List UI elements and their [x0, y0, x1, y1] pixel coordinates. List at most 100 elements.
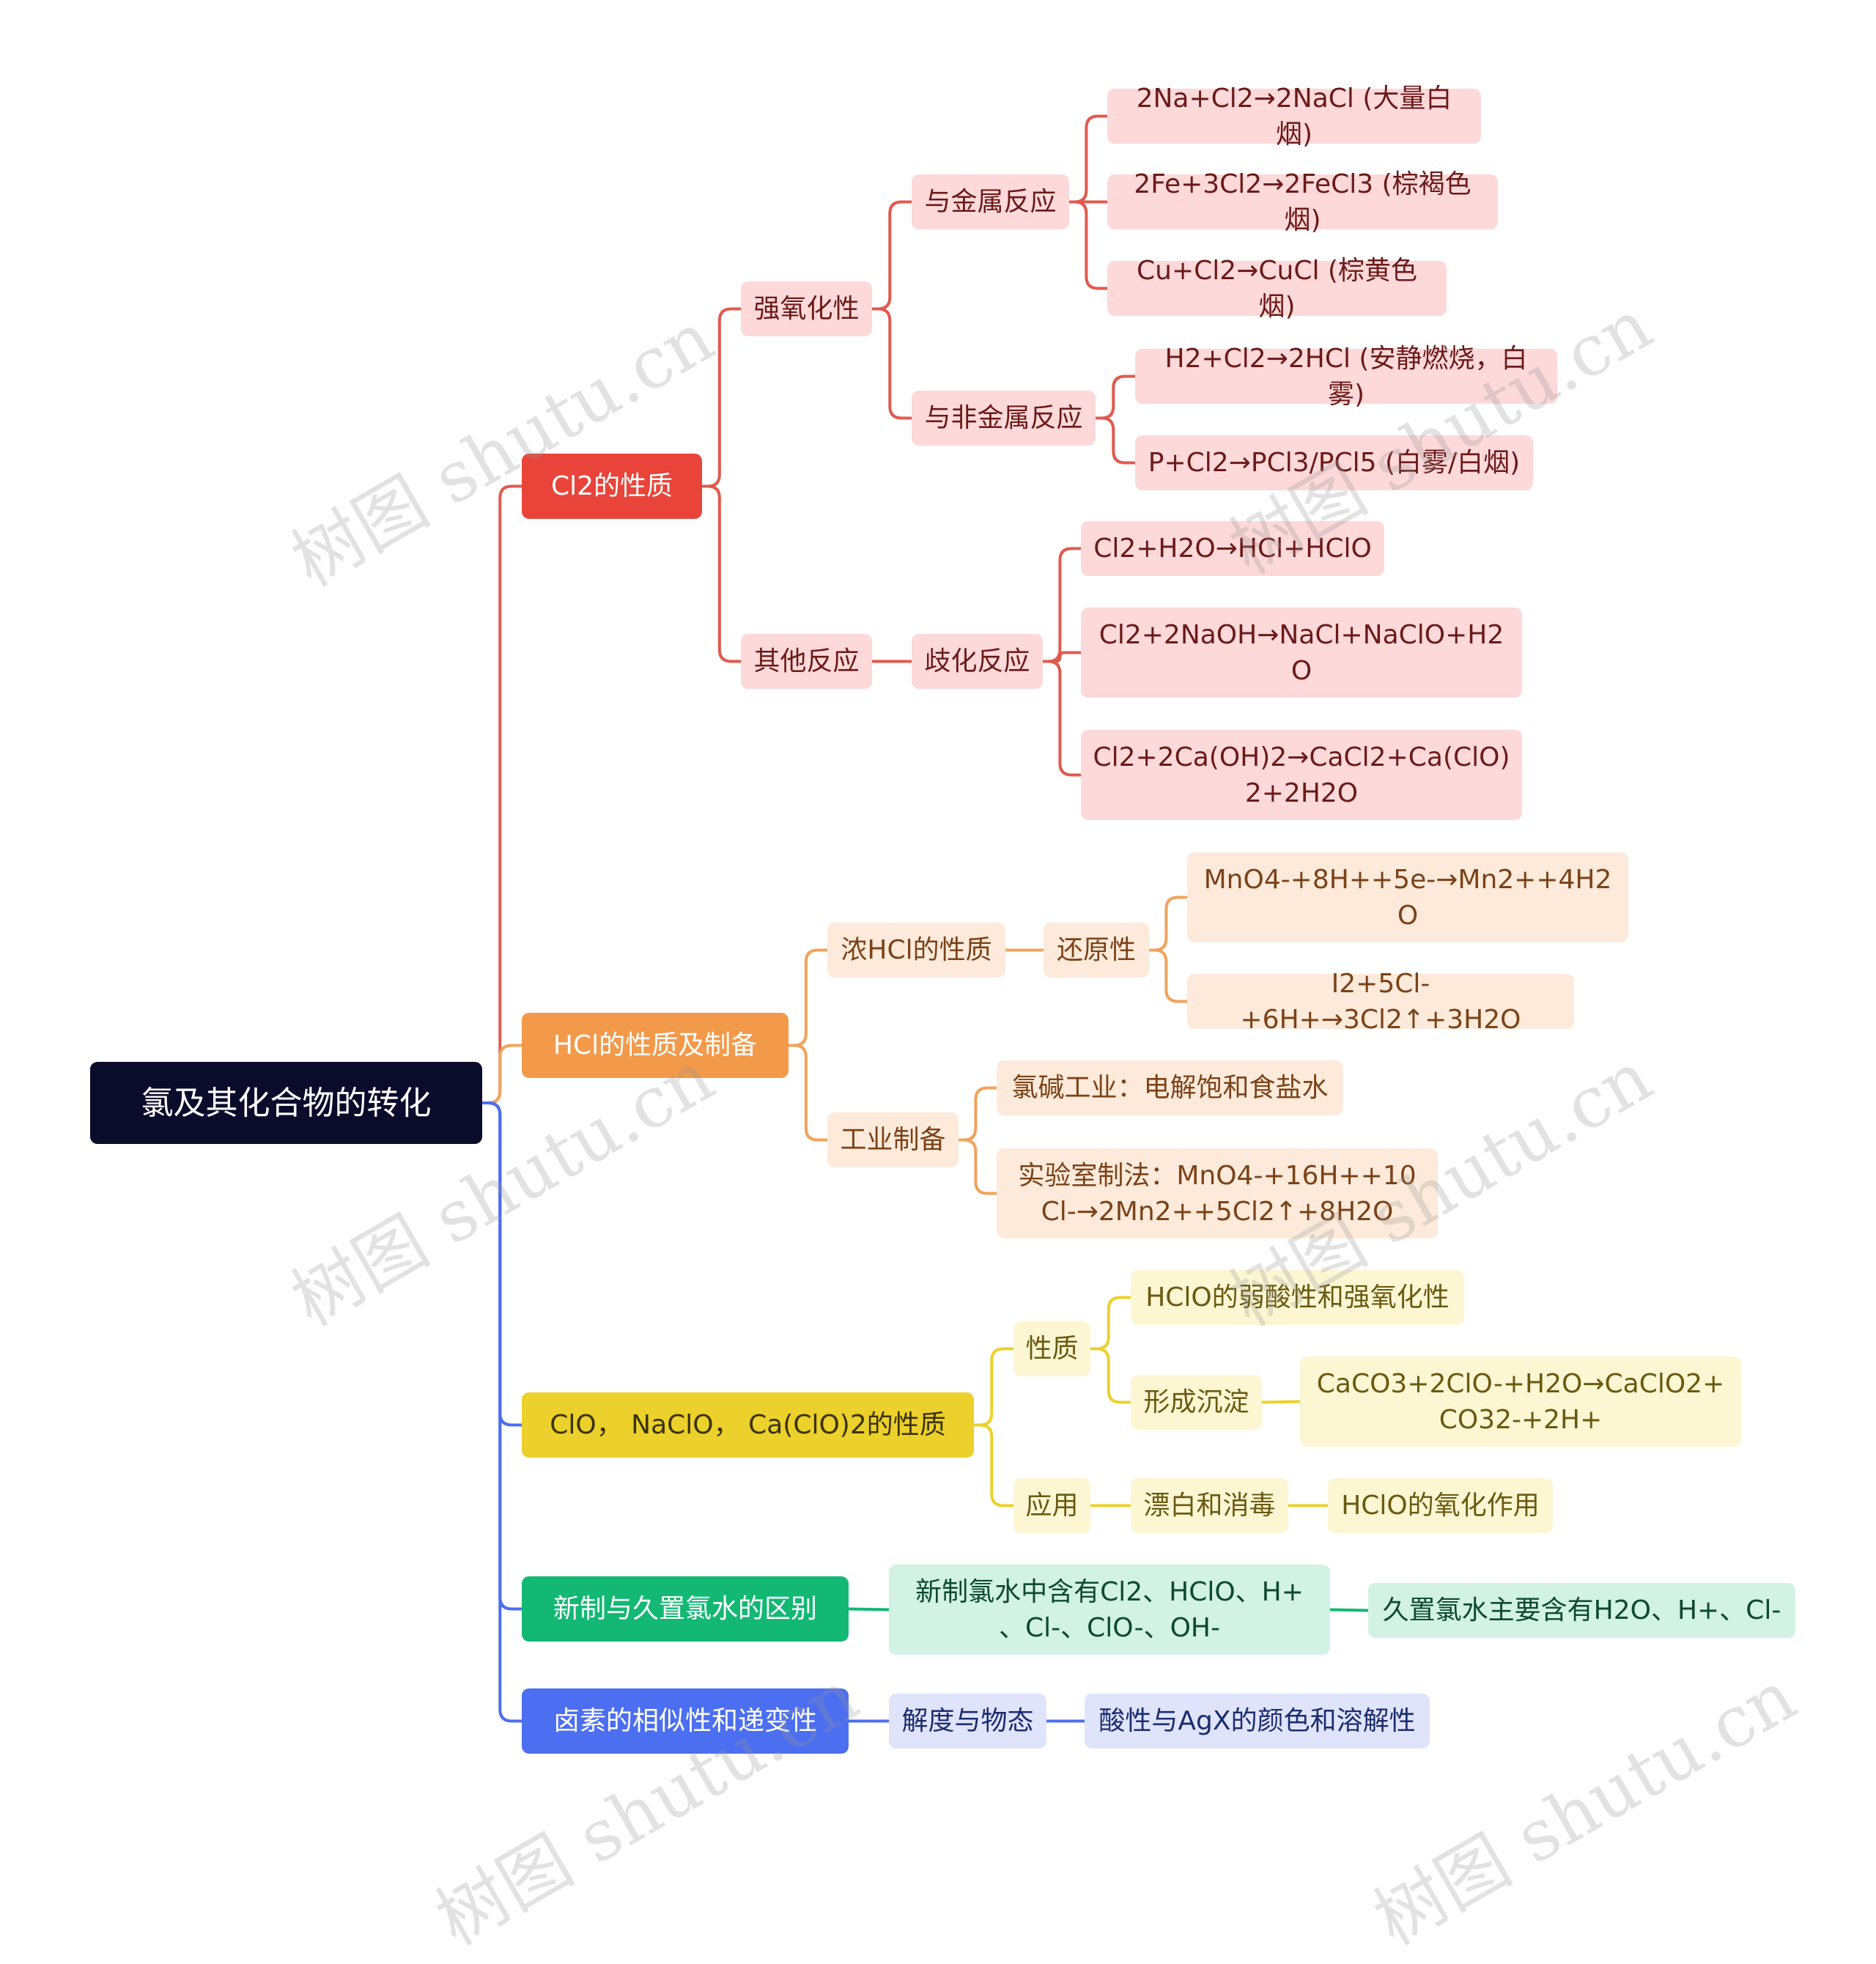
connector-root-hal [481, 1101, 523, 1723]
node-react-with-metal-label: 与金属反应 [924, 187, 1057, 217]
leaf-fe-cl2-label: 2Fe+3Cl2→2FeCl3 (棕褐色烟) [1134, 169, 1471, 235]
leaf-aged-chlorine-water-label: 久置氯水主要含有H2O、H+、Cl- [1382, 1595, 1781, 1625]
leaf-cu-cl2-label: Cu+Cl2→CuCl (棕黄色烟) [1137, 255, 1417, 322]
connector-cl2-sox [701, 307, 742, 488]
node-react-with-nonmetal[interactable]: 与非金属反应 [912, 391, 1096, 446]
leaf-acidity-agx[interactable]: 酸性与AgX的颜色和溶解性 [1085, 1694, 1430, 1749]
node-disproportionation[interactable]: 歧化反应 [912, 634, 1043, 689]
connector-root-clo [481, 1101, 523, 1427]
connector-met-m2 [1068, 200, 1109, 290]
leaf-chlor-alkali[interactable]: 氯碱工业：电解饱和食盐水 [997, 1060, 1343, 1115]
connector-prop-prc [1089, 1347, 1132, 1404]
connector-sox-met [871, 200, 913, 311]
mindmap-canvas: 氯及其化合物的转化 Cl2的性质 强氧化性 与金属反应 2Na+Cl2→2NaCl (大… [90, 84, 1809, 1961]
connector-met-m0 [1068, 114, 1109, 204]
leaf-na-cl2[interactable]: 2Na+Cl2→2NaCl (大量白烟) [1107, 84, 1481, 149]
leaf-caco3-rxn[interactable]: CaCO3+2ClO-+H2O→CaClO2+ CO32-+2H+ [1300, 1356, 1741, 1447]
leaf-solubility-state-label: 解度与物态 [901, 1706, 1034, 1736]
node-strong-oxidation[interactable]: 强氧化性 [741, 281, 872, 336]
node-bleach-disinfect[interactable]: 漂白和消毒 [1131, 1478, 1288, 1533]
leaf-aged-chlorine-water[interactable]: 久置氯水主要含有H2O、H+、Cl- [1368, 1583, 1795, 1638]
connector-red-r1 [1148, 948, 1189, 1003]
leaf-cl2-naoh[interactable]: Cl2+2NaOH→NaCl+NaClO+H2 O [1081, 608, 1522, 698]
branch-hcl-properties-label: HCl的性质及制备 [553, 1030, 758, 1060]
branch-halogen-trends-label: 卤素的相似性和递变性 [553, 1706, 817, 1736]
branch-clo-properties[interactable]: ClO， NaClO， Ca(ClO)2的性质 [522, 1392, 974, 1458]
connector-ind-i1 [957, 1138, 998, 1195]
leaf-caco3-rxn-label: CaCO3+2ClO-+H2O→CaClO2+ CO32-+2H+ [1316, 1368, 1725, 1435]
node-react-with-nonmetal-label: 与非金属反应 [924, 403, 1083, 433]
connector-dis-d2 [1041, 660, 1082, 777]
branch-cl2-properties[interactable]: Cl2的性质 [522, 454, 702, 519]
leaf-na-cl2-label: 2Na+Cl2→2NaCl (大量白烟) [1136, 83, 1452, 149]
node-precipitation-label: 形成沉淀 [1143, 1387, 1249, 1417]
leaf-fresh-chlorine-water[interactable]: 新制氯水中含有Cl2、HClO、H+ 、Cl-、ClO-、OH- [889, 1565, 1330, 1655]
connector-wat-frs [847, 1607, 890, 1612]
leaf-hclo-oxidation[interactable]: HClO的氧化作用 [1328, 1478, 1553, 1533]
connector-prop-wa [1089, 1296, 1132, 1351]
leaf-p-cl2[interactable]: P+Cl2→PCl3/PCl5 (白雾/白烟) [1135, 435, 1533, 490]
connector-hcl-ind [787, 1044, 829, 1142]
root-topic-label: 氯及其化合物的转化 [141, 1084, 432, 1122]
node-industrial-prep[interactable]: 工业制备 [827, 1112, 959, 1167]
connector-nmet-n1 [1094, 416, 1137, 465]
branch-clo-properties-label: ClO， NaClO， Ca(ClO)2的性质 [550, 1410, 946, 1440]
connector-dis-d0 [1041, 547, 1082, 663]
leaf-cu-cl2[interactable]: Cu+Cl2→CuCl (棕黄色烟) [1107, 256, 1447, 322]
connector-root-hcl [481, 1044, 523, 1104]
connector-hcl-conc [787, 948, 829, 1047]
connector-prc-prr [1260, 1400, 1301, 1404]
connector-dis-d1 [1041, 651, 1082, 663]
leaf-cl2-caoh2[interactable]: Cl2+2Ca(OH)2→CaCl2+Ca(ClO) 2+2H2O [1081, 730, 1522, 820]
node-precipitation[interactable]: 形成沉淀 [1131, 1375, 1262, 1430]
node-strong-oxidation-label: 强氧化性 [753, 294, 860, 324]
connector-red-r0 [1148, 896, 1189, 952]
leaf-cl2-caoh2-label: Cl2+2Ca(OH)2→CaCl2+Ca(ClO) 2+2H2O [1093, 742, 1510, 808]
leaf-h2-cl2[interactable]: H2+Cl2→2HCl (安静燃烧，白雾) [1135, 344, 1557, 410]
node-industrial-prep-label: 工业制备 [840, 1125, 946, 1155]
leaf-lab-method[interactable]: 实验室制法：MnO4-+16H++10 Cl-→2Mn2++5Cl2↑+8H2O [997, 1148, 1438, 1238]
leaf-hclo-weak-acid-label: HClO的弱酸性和强氧化性 [1145, 1282, 1450, 1313]
node-reducing[interactable]: 还原性 [1044, 923, 1149, 978]
leaf-chlor-alkali-label: 氯碱工业：电解饱和食盐水 [1011, 1073, 1329, 1103]
connector-frs-agd [1329, 1608, 1370, 1612]
node-bleach-disinfect-label: 漂白和消毒 [1143, 1491, 1276, 1521]
branch-halogen-trends[interactable]: 卤素的相似性和递变性 [522, 1688, 849, 1754]
leaf-hclo-oxidation-label: HClO的氧化作用 [1341, 1491, 1540, 1521]
node-reducing-label: 还原性 [1056, 935, 1136, 965]
connector-nmet-n0 [1094, 374, 1137, 420]
leaf-mno4-reduction[interactable]: MnO4-+8H++5e-→Mn2++4H2 O [1187, 852, 1628, 942]
branch-hcl-properties[interactable]: HCl的性质及制备 [522, 1013, 789, 1078]
leaf-cl2-h2o[interactable]: Cl2+H2O→HCl+HClO [1081, 521, 1384, 576]
leaf-mno4-reduction-label: MnO4-+8H++5e-→Mn2++4H2 O [1203, 864, 1612, 931]
node-other-reactions-label: 其他反应 [753, 646, 860, 676]
leaf-i2-cl[interactable]: I2+5Cl-+6H+→3Cl2↑+3H2O [1187, 969, 1574, 1035]
node-conc-hcl[interactable]: 浓HCl的性质 [827, 923, 1005, 978]
node-application-label: 应用 [1025, 1491, 1079, 1521]
connector-ind-i0 [957, 1086, 998, 1142]
root-topic[interactable]: 氯及其化合物的转化 [90, 1062, 482, 1144]
leaf-hclo-weak-acid[interactable]: HClO的弱酸性和强氧化性 [1131, 1270, 1464, 1325]
leaf-h2-cl2-label: H2+Cl2→2HCl (安静燃烧，白雾) [1164, 343, 1528, 410]
branch-chlorine-water[interactable]: 新制与久置氯水的区别 [522, 1576, 849, 1642]
leaf-lab-method-label: 实验室制法：MnO4-+16H++10 Cl-→2Mn2++5Cl2↑+8H2O [1018, 1160, 1417, 1227]
node-react-with-metal[interactable]: 与金属反应 [912, 174, 1069, 229]
node-disproportionation-label: 歧化反应 [924, 646, 1030, 676]
connector-clo-prop [972, 1347, 1015, 1427]
connector-sox-nmet [871, 307, 913, 420]
leaf-solubility-state[interactable]: 解度与物态 [889, 1694, 1046, 1749]
node-properties[interactable]: 性质 [1013, 1321, 1090, 1376]
connector-root-cl2 [481, 484, 523, 1104]
branch-cl2-properties-label: Cl2的性质 [550, 471, 673, 501]
leaf-cl2-naoh-label: Cl2+2NaOH→NaCl+NaClO+H2 O [1098, 619, 1504, 686]
connector-root-wat [481, 1101, 523, 1611]
node-properties-label: 性质 [1025, 1334, 1079, 1364]
connector-cl2-oth [701, 484, 742, 663]
leaf-acidity-agx-label: 酸性与AgX的颜色和溶解性 [1098, 1706, 1416, 1736]
node-other-reactions[interactable]: 其他反应 [741, 634, 872, 689]
leaf-cl2-h2o-label: Cl2+H2O→HCl+HClO [1093, 534, 1372, 564]
connector-lines [481, 114, 1370, 1723]
node-application[interactable]: 应用 [1013, 1478, 1090, 1533]
leaf-fresh-chlorine-water-label: 新制氯水中含有Cl2、HClO、H+ 、Cl-、ClO-、OH- [915, 1576, 1304, 1643]
leaf-fe-cl2[interactable]: 2Fe+3Cl2→2FeCl3 (棕褐色烟) [1107, 169, 1498, 235]
